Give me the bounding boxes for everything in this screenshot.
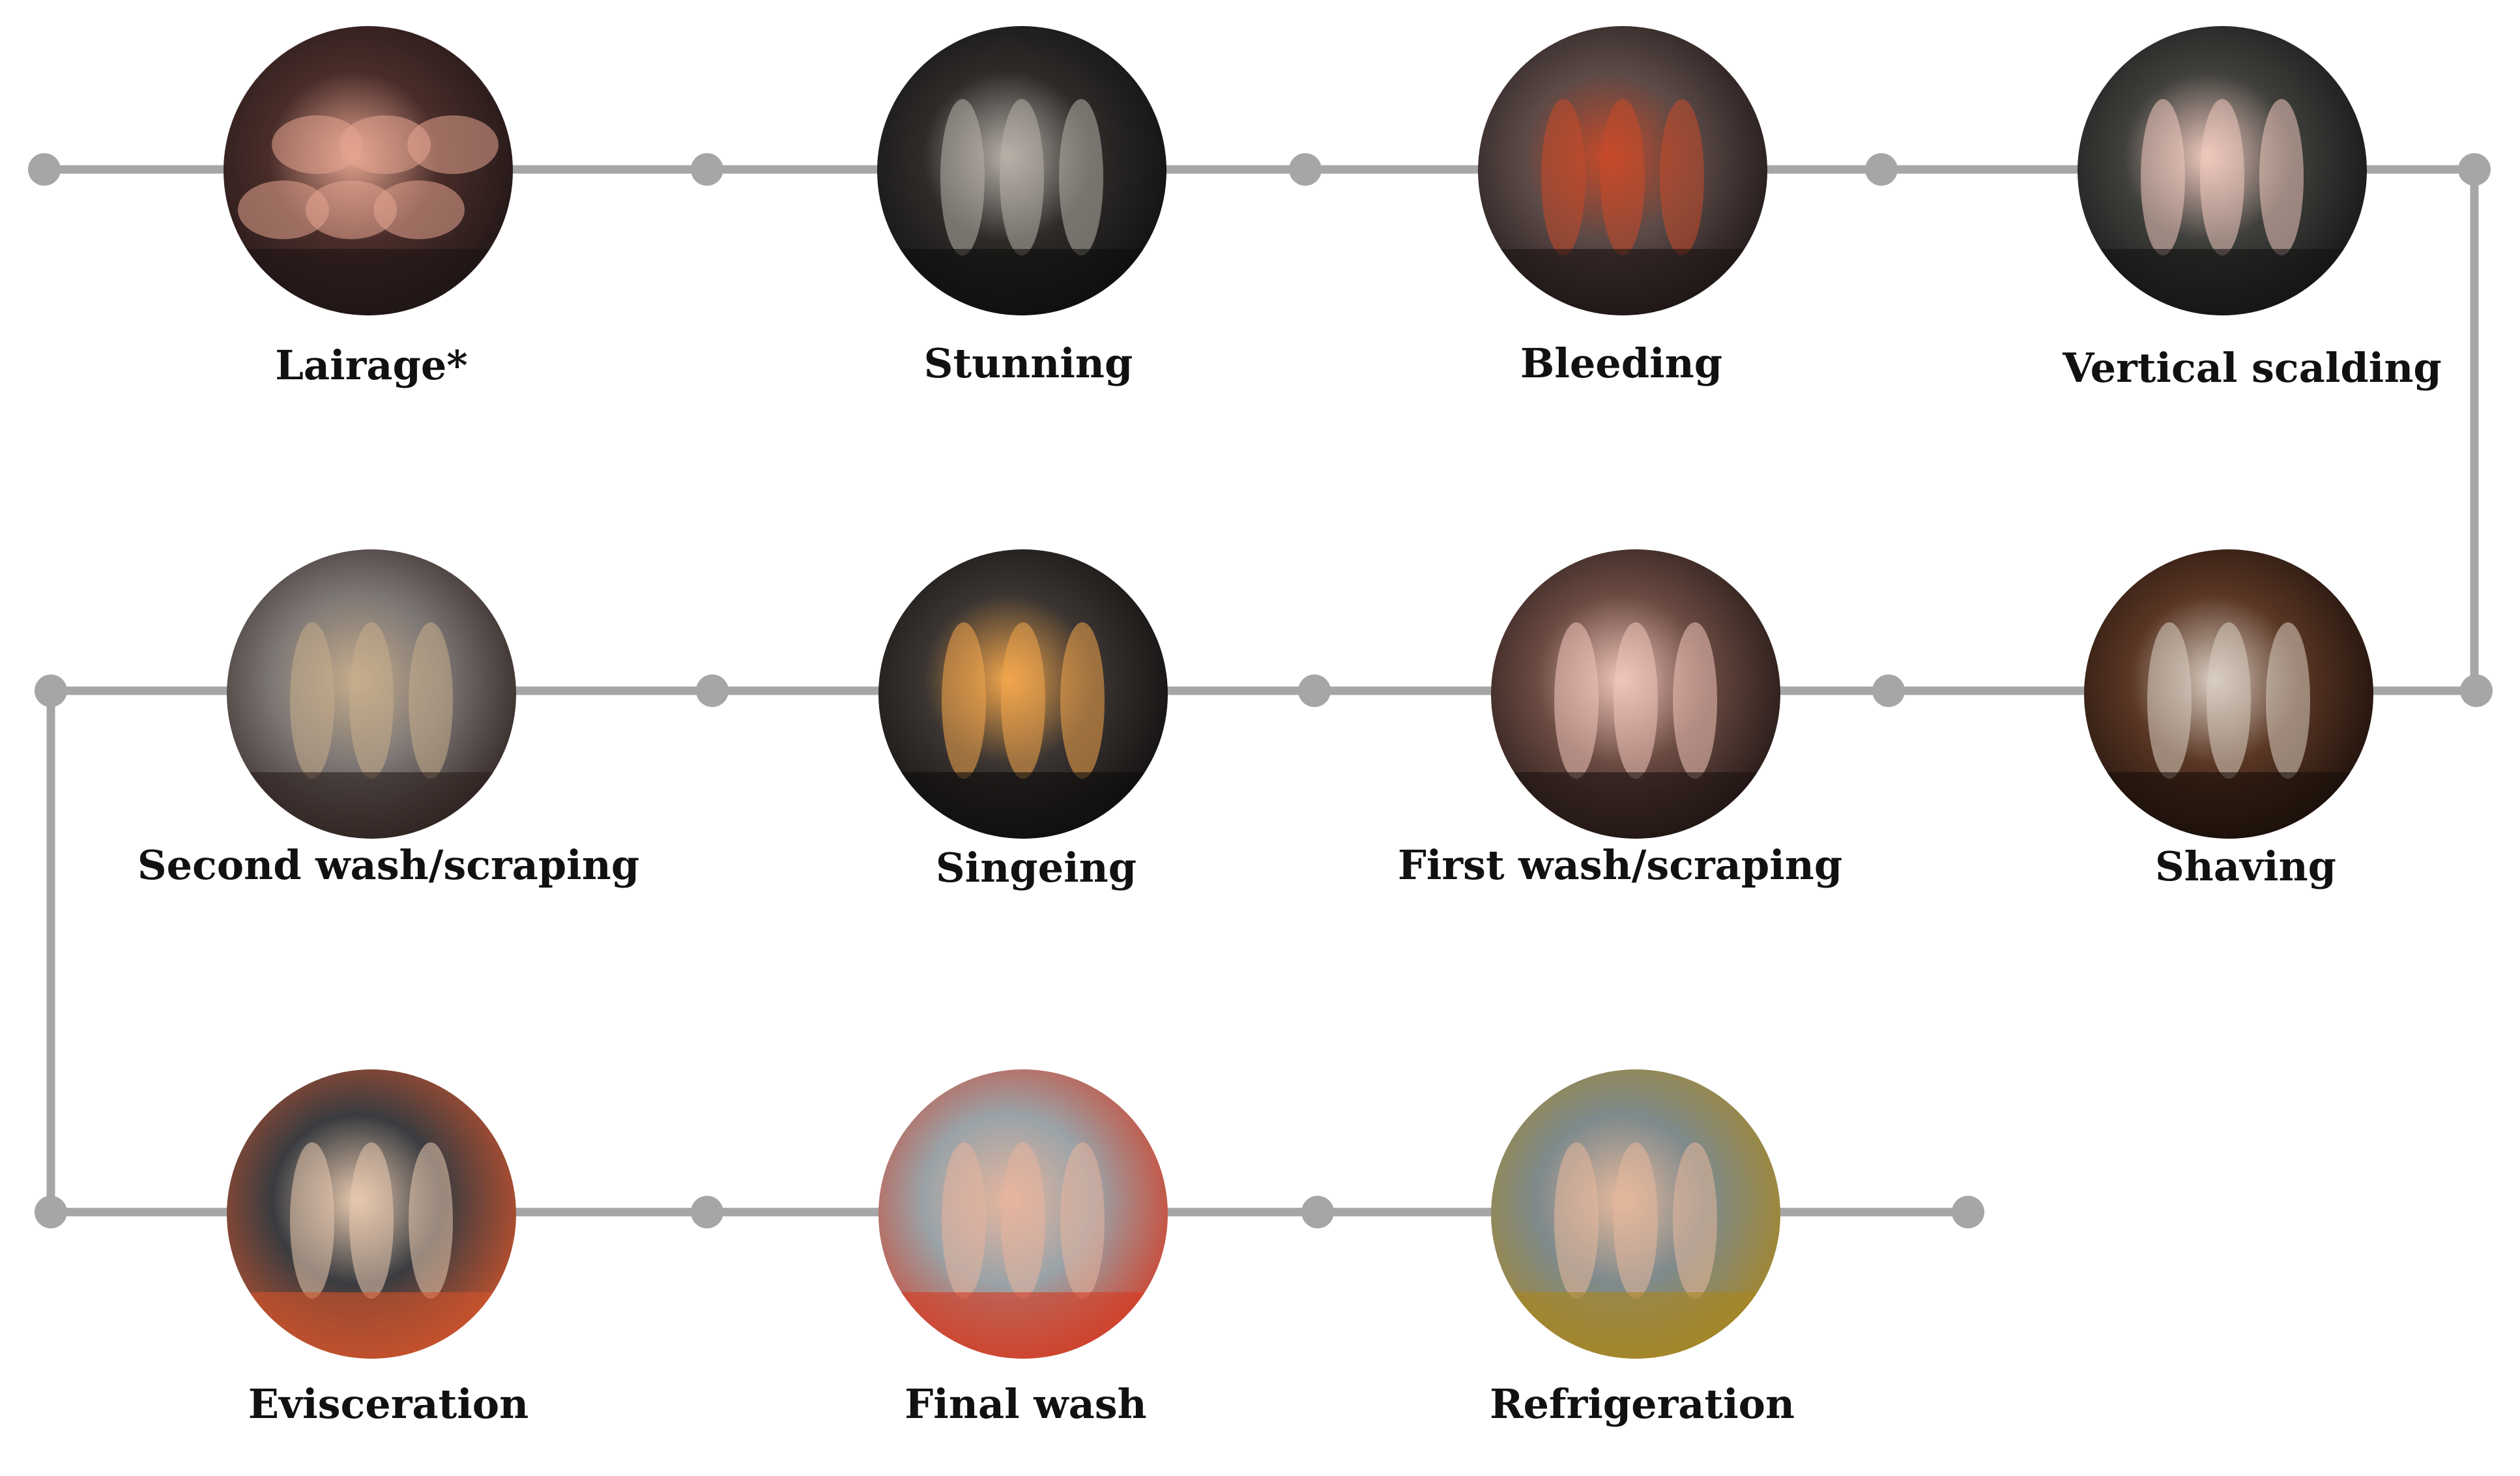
photo-detail <box>1600 99 1645 255</box>
connector-nodes <box>28 153 2493 1228</box>
wash-cabinet-photo <box>1491 549 1780 839</box>
photo-detail <box>1060 1142 1105 1299</box>
photo-detail <box>1478 249 1767 315</box>
scraping-cabinet-photo <box>227 549 516 839</box>
connector-node <box>35 674 67 707</box>
step-label-first-wash-scraping: First wash/scraping <box>1397 841 1843 889</box>
photo-detail <box>224 249 513 315</box>
photo-detail <box>2147 622 2192 779</box>
photo-detail <box>2141 99 2185 255</box>
photo-detail <box>349 1142 394 1299</box>
photo-detail <box>1491 1292 1780 1359</box>
photo-detail <box>1541 99 1586 255</box>
photo-detail <box>2259 99 2304 255</box>
step-label-second-wash-scraping: Second wash/scraping <box>137 841 640 889</box>
photo-detail <box>1001 1142 1045 1299</box>
photo-detail <box>227 1292 516 1359</box>
connector-node <box>1865 153 1898 186</box>
photo-detail <box>1614 622 1658 779</box>
photo-detail <box>1673 1142 1717 1299</box>
photo-detail <box>1491 772 1780 839</box>
connector-node <box>1301 1196 1334 1228</box>
step-photos <box>224 26 2373 1359</box>
connector-node <box>1289 153 1322 186</box>
photo-detail <box>942 622 986 779</box>
photo-detail <box>877 249 1166 315</box>
step-label-singeing: Singeing <box>935 844 1137 891</box>
final-wash-line-photo <box>878 1069 1168 1359</box>
shaving-machine-photo <box>2084 549 2373 839</box>
connector-node <box>35 1196 67 1228</box>
connector-node <box>691 1196 723 1228</box>
step-label-vertical-scalding: Vertical scalding <box>2063 344 2442 392</box>
cold-room-carcasses-photo <box>1491 1069 1780 1359</box>
photo-detail <box>340 115 431 174</box>
photo-detail <box>238 181 329 239</box>
connector-node <box>2458 153 2491 186</box>
singeing-flames-photo <box>878 549 1168 839</box>
connector-node <box>696 674 729 707</box>
photo-detail <box>878 772 1168 839</box>
photo-detail <box>373 181 465 239</box>
photo-detail <box>1614 1142 1658 1299</box>
photo-detail <box>227 772 516 839</box>
photo-detail <box>1000 99 1044 255</box>
photo-detail <box>409 622 453 779</box>
photo-detail <box>2266 622 2310 779</box>
photo-detail <box>878 1292 1168 1359</box>
photo-detail <box>409 1142 453 1299</box>
step-label-lairage: Lairage* <box>275 341 468 389</box>
connector-node <box>1952 1196 1984 1228</box>
photo-detail <box>940 99 985 255</box>
step-label-refrigeration: Refrigeration <box>1489 1380 1795 1428</box>
photo-detail <box>1001 622 1045 779</box>
photo-detail <box>306 181 397 239</box>
photo-detail <box>1673 622 1717 779</box>
photo-detail <box>1059 99 1103 255</box>
evisceration-line-photo <box>227 1069 516 1359</box>
photo-detail <box>272 115 363 174</box>
photo-detail <box>1660 99 1704 255</box>
connector-node <box>2460 674 2493 707</box>
photo-detail <box>349 622 394 779</box>
photo-detail <box>942 1142 986 1299</box>
pigs-in-pen-photo <box>224 26 513 315</box>
scalding-tunnel-photo <box>2078 26 2367 315</box>
photo-detail <box>290 1142 334 1299</box>
photo-detail <box>2200 99 2244 255</box>
photo-detail <box>407 115 499 174</box>
hanging-carcass-worker-photo <box>1478 26 1767 315</box>
connector-node <box>28 153 61 186</box>
step-label-bleeding: Bleeding <box>1520 340 1723 387</box>
photo-detail <box>2078 249 2367 315</box>
step-label-evisceration: Evisceration <box>248 1380 529 1428</box>
step-label-stunning: Stunning <box>923 340 1133 387</box>
photo-detail <box>290 622 334 779</box>
photo-detail <box>2207 622 2251 779</box>
photo-detail <box>1060 622 1105 779</box>
stunning-box-photo <box>877 26 1166 315</box>
photo-detail <box>1554 1142 1599 1299</box>
connector-node <box>1872 674 1905 707</box>
connector-node <box>691 153 723 186</box>
step-label-shaving: Shaving <box>2154 843 2337 890</box>
connector-node <box>1298 674 1331 707</box>
step-label-final-wash: Final wash <box>905 1380 1147 1428</box>
photo-detail <box>1554 622 1599 779</box>
photo-detail <box>2084 772 2373 839</box>
